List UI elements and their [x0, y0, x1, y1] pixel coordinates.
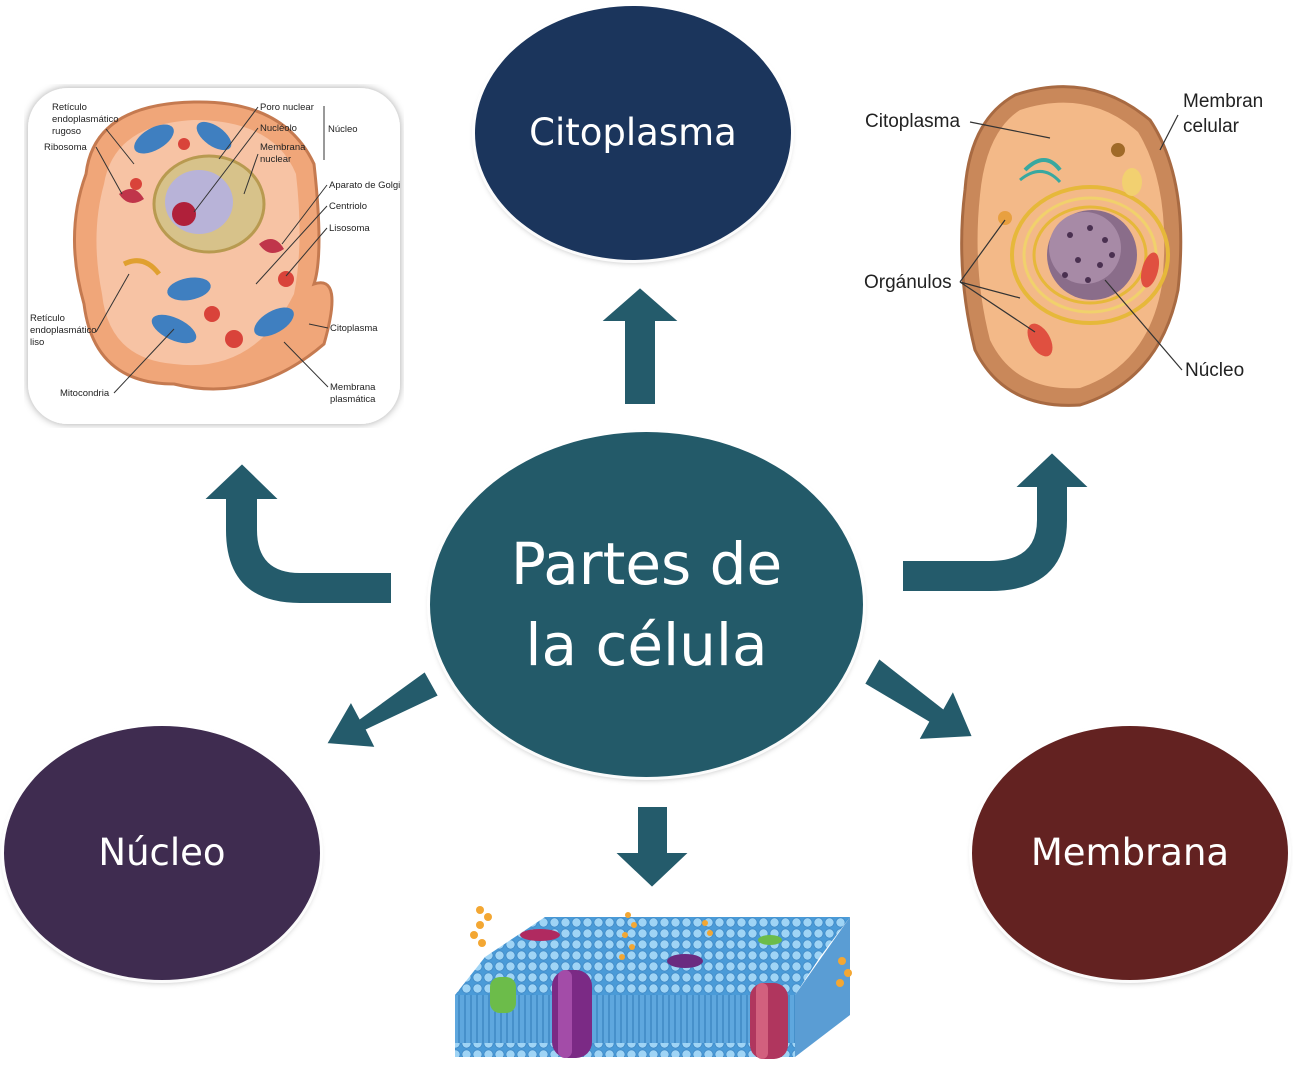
- arrow-up: [597, 285, 683, 406]
- arrow-down: [611, 805, 693, 890]
- arrow-down-left: [324, 669, 441, 750]
- ann-plant-nucleo: Núcleo: [1185, 360, 1244, 381]
- node-citoplasma-label: Citoplasma: [529, 110, 737, 154]
- ann-centriolo: Centriolo: [329, 201, 367, 212]
- ann-reticulo-liso-3: liso: [30, 337, 44, 348]
- ann-reticulo-rugoso-3: rugoso: [52, 126, 81, 137]
- node-nucleo-label: Núcleo: [98, 830, 226, 874]
- ann-lisosoma: Lisosoma: [329, 223, 370, 234]
- ann-reticulo-rugoso-1: Retículo: [52, 102, 87, 113]
- node-membrana: Membrana: [972, 726, 1288, 980]
- ann-ribosoma: Ribosoma: [44, 142, 87, 153]
- node-citoplasma: Citoplasma: [475, 6, 791, 260]
- ann-membrana-plasmatica-1: Membrana: [330, 382, 376, 393]
- ann-nucleolo: Nucléolo: [260, 123, 297, 134]
- ann-citoplasma: Citoplasma: [330, 323, 378, 334]
- ann-organulos: Orgánulos: [864, 272, 952, 293]
- ann-nucleo: Núcleo: [328, 124, 358, 135]
- ann-golgi: Aparato de Golgi: [329, 180, 400, 191]
- center-node: Partes de la célula: [430, 432, 863, 777]
- arrow-down-right: [862, 656, 975, 742]
- ann-membrana-celular-2: celular: [1183, 116, 1240, 137]
- membrane-image: [455, 906, 852, 1059]
- arrow-up-left: [200, 461, 393, 605]
- ann-membrana-celular-1: Membran: [1183, 91, 1263, 112]
- ann-reticulo-liso-2: endoplasmático: [30, 325, 97, 336]
- node-membrana-label: Membrana: [1030, 830, 1230, 874]
- ann-membrana-plasmatica-2: plasmática: [330, 394, 376, 405]
- ann-membrana-nuclear-2: nuclear: [260, 154, 291, 165]
- node-nucleo: Núcleo: [4, 726, 320, 980]
- ann-mitocondria: Mitocondria: [60, 388, 110, 399]
- arrow-up-right: [901, 450, 1093, 593]
- ann-reticulo-liso-1: Retículo: [30, 313, 65, 324]
- cell-image: Citoplasma Membran celular Orgánulos Núc…: [864, 85, 1263, 407]
- ann-poro-nuclear: Poro nuclear: [260, 102, 314, 113]
- animal-cell-image: Retículo endoplasmático rugoso Ribosoma …: [28, 88, 400, 424]
- ann-reticulo-rugoso-2: endoplasmático: [52, 114, 119, 125]
- ann-membrana-nuclear-1: Membrana: [260, 142, 306, 153]
- center-label: Partes de la célula: [510, 530, 783, 679]
- ann-plant-citoplasma: Citoplasma: [865, 111, 960, 132]
